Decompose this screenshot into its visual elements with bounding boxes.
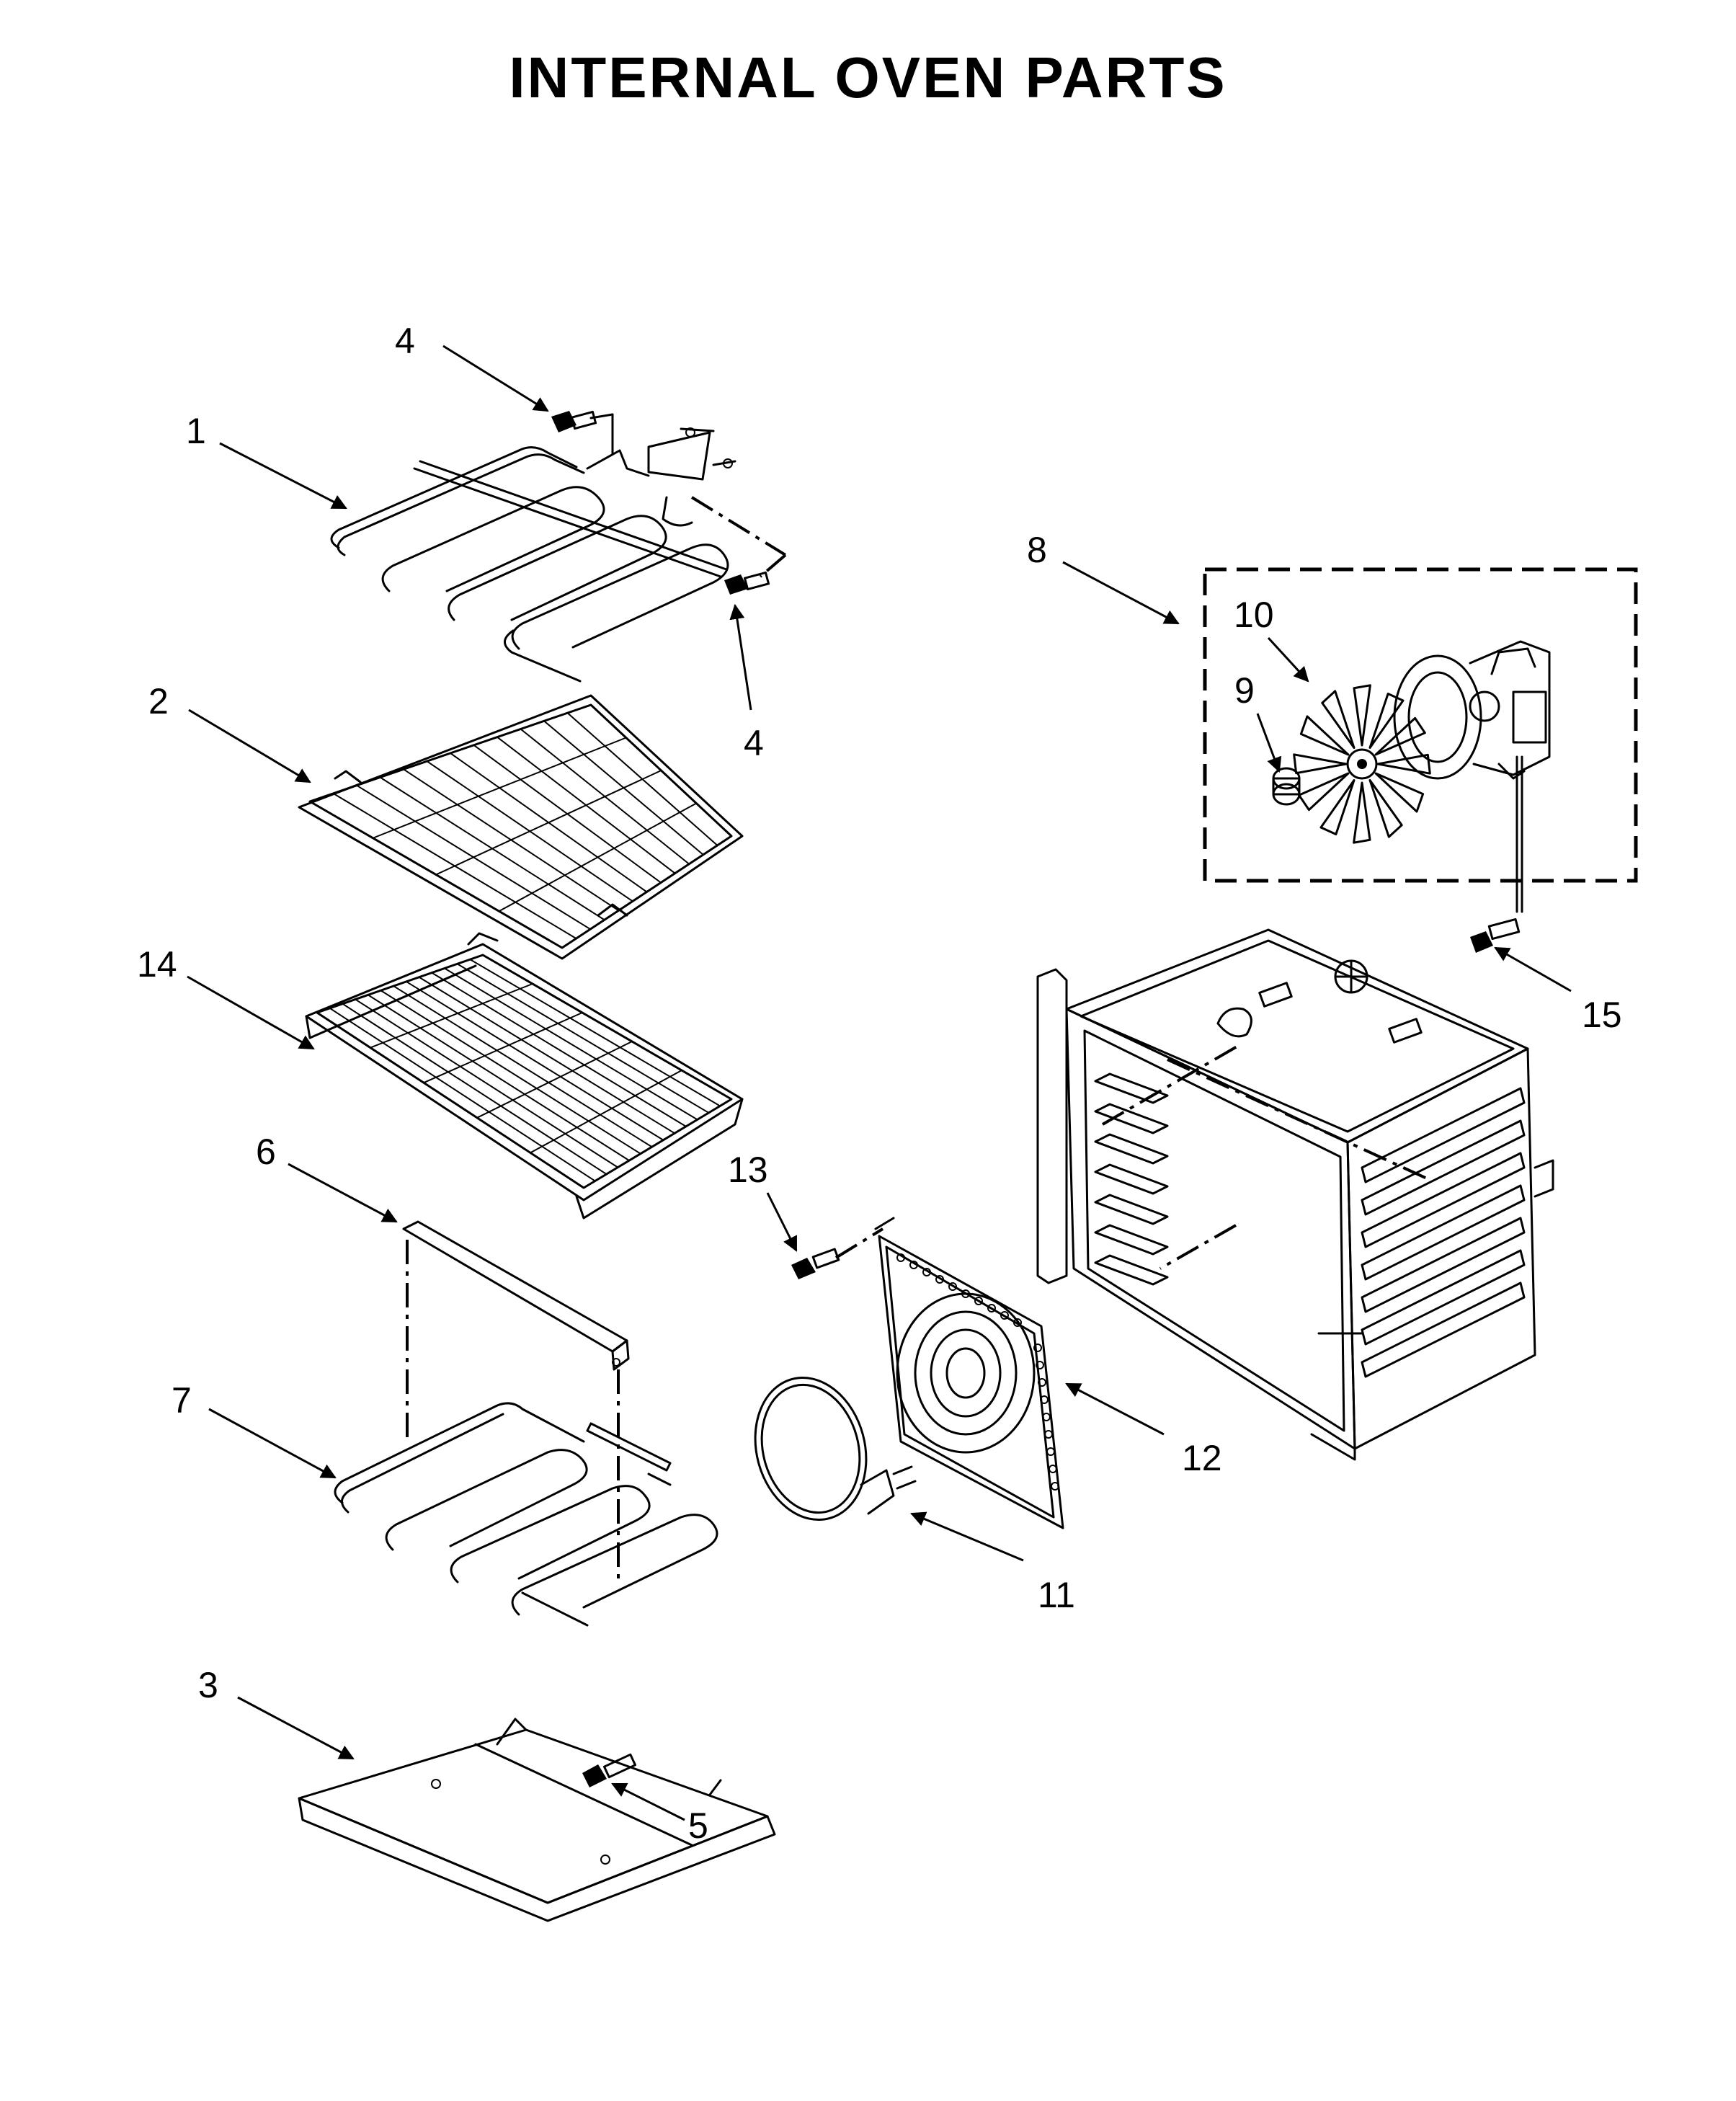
callout-7: 7 <box>172 1380 192 1421</box>
heat-shield <box>402 1220 630 1578</box>
callout-5: 5 <box>688 1805 708 1846</box>
sliding-oven-rack <box>305 932 744 1220</box>
screw-icon <box>724 571 770 595</box>
fan-baffle-panel <box>874 1217 1064 1529</box>
screw-icon <box>582 1753 637 1787</box>
callout-12: 12 <box>1182 1438 1222 1478</box>
oven-rack <box>298 694 744 960</box>
convection-heating-element <box>754 1376 917 1522</box>
lower-heating-element <box>334 1402 718 1627</box>
oven-bottom-panel <box>298 1718 776 1922</box>
callout-4-top: 4 <box>395 321 415 361</box>
callout-6: 6 <box>256 1132 276 1172</box>
callout-15: 15 <box>1582 995 1622 1035</box>
leader-lines <box>187 345 1572 1821</box>
screw-icon <box>791 1248 840 1279</box>
screw-icon <box>551 410 597 432</box>
callout-labels: 4 1 4 2 14 6 7 3 5 8 10 9 13 15 12 11 <box>137 321 1622 1846</box>
page-title: INTERNAL OVEN PARTS <box>509 45 1227 110</box>
fan-nut <box>1272 767 1301 806</box>
oven-cavity <box>1036 928 1554 1461</box>
callout-9: 9 <box>1234 670 1255 711</box>
callout-3: 3 <box>198 1665 218 1705</box>
callout-14: 14 <box>137 944 177 985</box>
callout-13: 13 <box>728 1150 768 1190</box>
upper-heating-element <box>330 410 787 683</box>
fan-motor <box>1393 640 1551 780</box>
callout-8: 8 <box>1027 530 1047 570</box>
callout-10: 10 <box>1234 595 1274 635</box>
callout-11: 11 <box>1038 1575 1075 1615</box>
callout-1: 1 <box>186 411 206 451</box>
callout-4-bottom: 4 <box>744 723 764 763</box>
callout-2: 2 <box>148 681 169 721</box>
screw-icon <box>1470 918 1521 953</box>
convection-fan-assembly <box>1203 567 1638 913</box>
fan-blade <box>1293 684 1431 844</box>
